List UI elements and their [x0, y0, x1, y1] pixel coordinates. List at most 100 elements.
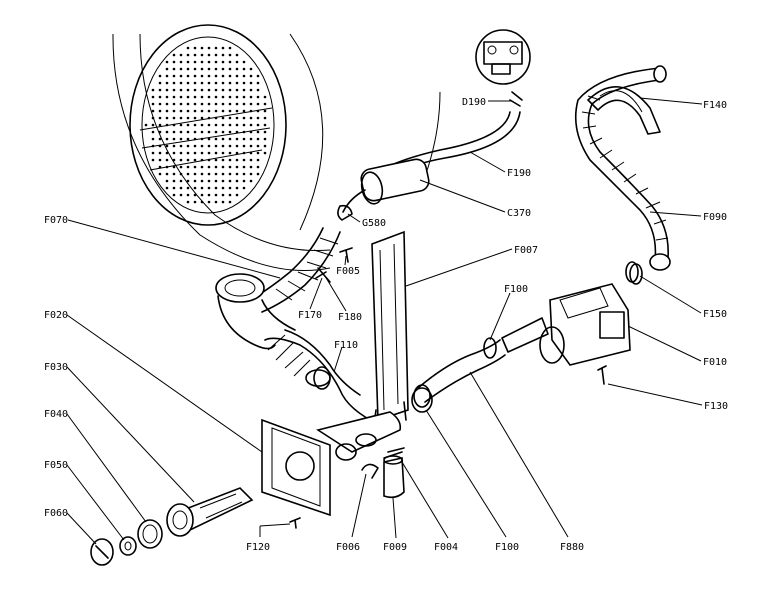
drum-hole [235, 130, 239, 134]
drum-hole [151, 116, 155, 120]
drum-hole [200, 123, 204, 127]
drum-hole [193, 53, 197, 57]
drum-hole [235, 179, 239, 183]
drum-hole [193, 60, 197, 64]
drum-hole [179, 137, 183, 141]
drum-hole [256, 144, 260, 148]
drum-perforation [144, 46, 267, 204]
drum-hole [235, 109, 239, 113]
drum-hole [158, 88, 162, 92]
drum-hole [186, 151, 190, 155]
drum-hole [193, 200, 197, 204]
drum-hole [207, 67, 211, 71]
drum-hole [228, 81, 232, 85]
drum-hole [249, 74, 253, 78]
drum-hole [165, 172, 169, 176]
drum-hole [214, 165, 218, 169]
drum-hole [228, 60, 232, 64]
drum-hole [165, 67, 169, 71]
drum-hole [179, 81, 183, 85]
drum-hole [186, 102, 190, 106]
drum-hole [172, 88, 176, 92]
label-f060: F060 [44, 508, 68, 519]
drum-hole [186, 144, 190, 148]
drum-hole [228, 200, 232, 204]
drum-hole [200, 88, 204, 92]
drum-hole [242, 151, 246, 155]
drum-hole [249, 102, 253, 106]
drum-hole [242, 158, 246, 162]
drum-hole [158, 123, 162, 127]
drum-hole [186, 46, 190, 50]
drum-hole [228, 179, 232, 183]
drum-hole [193, 74, 197, 78]
drum-hole [249, 81, 253, 85]
drum-hole [200, 137, 204, 141]
drum-hole [200, 151, 204, 155]
drum-hole [179, 53, 183, 57]
drum-hole [165, 186, 169, 190]
drum-hole [151, 109, 155, 113]
seal-ring-f050 [137, 519, 163, 549]
drum-hole [172, 74, 176, 78]
drum-hole [165, 81, 169, 85]
drum-hole [228, 53, 232, 57]
drum-hole [242, 74, 246, 78]
drum-hole [228, 151, 232, 155]
drum-hole [165, 144, 169, 148]
drum-hole [151, 95, 155, 99]
drum-hole [193, 88, 197, 92]
label-f010: F010 [703, 357, 727, 368]
drum-hole [256, 81, 260, 85]
label-f040: F040 [44, 409, 68, 420]
drum-hole [235, 67, 239, 71]
drum-hole [228, 116, 232, 120]
filter-insert-f040 [166, 487, 254, 537]
drum-hole [214, 116, 218, 120]
drum-hole [193, 137, 197, 141]
drum-hole [249, 179, 253, 183]
drum-hole [151, 130, 155, 134]
drum-hole [193, 81, 197, 85]
drum-hole [235, 172, 239, 176]
drum-hole [207, 109, 211, 113]
drum-hole [256, 88, 260, 92]
drum-hole [256, 109, 260, 113]
drum-hole [207, 200, 211, 204]
drum-hole [256, 102, 260, 106]
drum-hole [214, 193, 218, 197]
knob [90, 538, 114, 566]
drum-hole [193, 193, 197, 197]
drum-hole [214, 186, 218, 190]
drum-hole [200, 165, 204, 169]
drum-hole [221, 109, 225, 113]
drum-hole [256, 95, 260, 99]
drum-hole [186, 186, 190, 190]
drum-hole [193, 102, 197, 106]
drum-hole [228, 158, 232, 162]
drum-hole [221, 60, 225, 64]
drum-hole [214, 74, 218, 78]
drum-hole [158, 172, 162, 176]
drain-hose-f880 [411, 337, 506, 413]
drum-hole [179, 193, 183, 197]
label-f007: F007 [514, 245, 538, 256]
drum-hole [242, 109, 246, 113]
drum-hole [158, 144, 162, 148]
drum-hole [172, 123, 176, 127]
drum-hole [242, 179, 246, 183]
drum-hole [179, 102, 183, 106]
drum-hole [249, 172, 253, 176]
drum-hole [186, 53, 190, 57]
screw-f120 [289, 517, 301, 529]
drum-hole [221, 144, 225, 148]
drum-hole [172, 81, 176, 85]
drum-hole [172, 130, 176, 134]
drum-hole [214, 46, 218, 50]
drum-hole [242, 102, 246, 106]
clip-f006 [361, 463, 379, 479]
drum-hole [186, 130, 190, 134]
label-f100-top: F100 [504, 284, 528, 295]
screw-f130 [597, 365, 607, 385]
leader-lines [66, 97, 703, 545]
